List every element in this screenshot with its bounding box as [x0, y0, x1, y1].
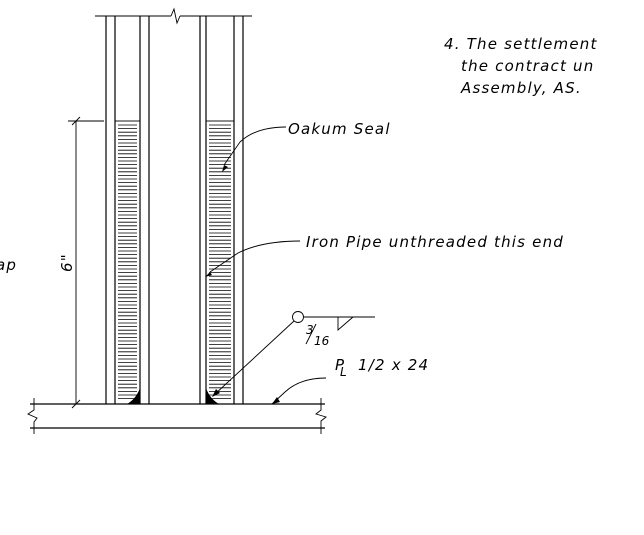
iron-pipe-arrowhead [205, 272, 212, 277]
height-dimension-label: 6" [58, 253, 76, 272]
note-line-3: Assembly, AS. [460, 79, 582, 97]
right-weld-fillet [206, 388, 219, 404]
top-break-line [95, 7, 252, 25]
plate-spec: 1/2 x 24 [358, 356, 429, 374]
iron-pipe-leader [209, 240, 301, 273]
right-oakum-seal-hatch [209, 124, 231, 400]
left-pipe [105, 16, 150, 405]
oakum-seal-arrowhead [222, 165, 228, 172]
note-line-1: 4. The settlement [444, 35, 598, 53]
iron-pipe-label: Iron Pipe unthreaded this end [306, 233, 564, 251]
plate-symbol: P [335, 356, 345, 374]
note-line-2: the contract un [461, 57, 594, 75]
right-pipe [199, 16, 244, 405]
weld-arrowhead [212, 389, 220, 397]
weld-size-fraction-bar [305, 323, 317, 345]
weld-size-denominator: 16 [314, 334, 330, 348]
weld-size-numerator: 3 [306, 323, 314, 337]
weld-arrow-line [213, 320, 295, 396]
weld-all-around-circle [292, 311, 304, 323]
height-dimension: 6" [58, 116, 104, 409]
left-weld-fillet [127, 388, 140, 404]
oakum-seal-leader [223, 126, 287, 166]
plate-arrowhead [272, 397, 280, 404]
weld-symbol [212, 311, 375, 397]
left-oakum-seal-hatch [118, 124, 137, 400]
oakum-seal-label: Oakum Seal [288, 120, 391, 138]
base-plate [27, 398, 327, 434]
plate-symbol-sub: L [340, 365, 347, 379]
cap-label: ap [0, 256, 17, 274]
plate-leader [271, 377, 327, 405]
fillet-weld-icon [337, 316, 354, 331]
